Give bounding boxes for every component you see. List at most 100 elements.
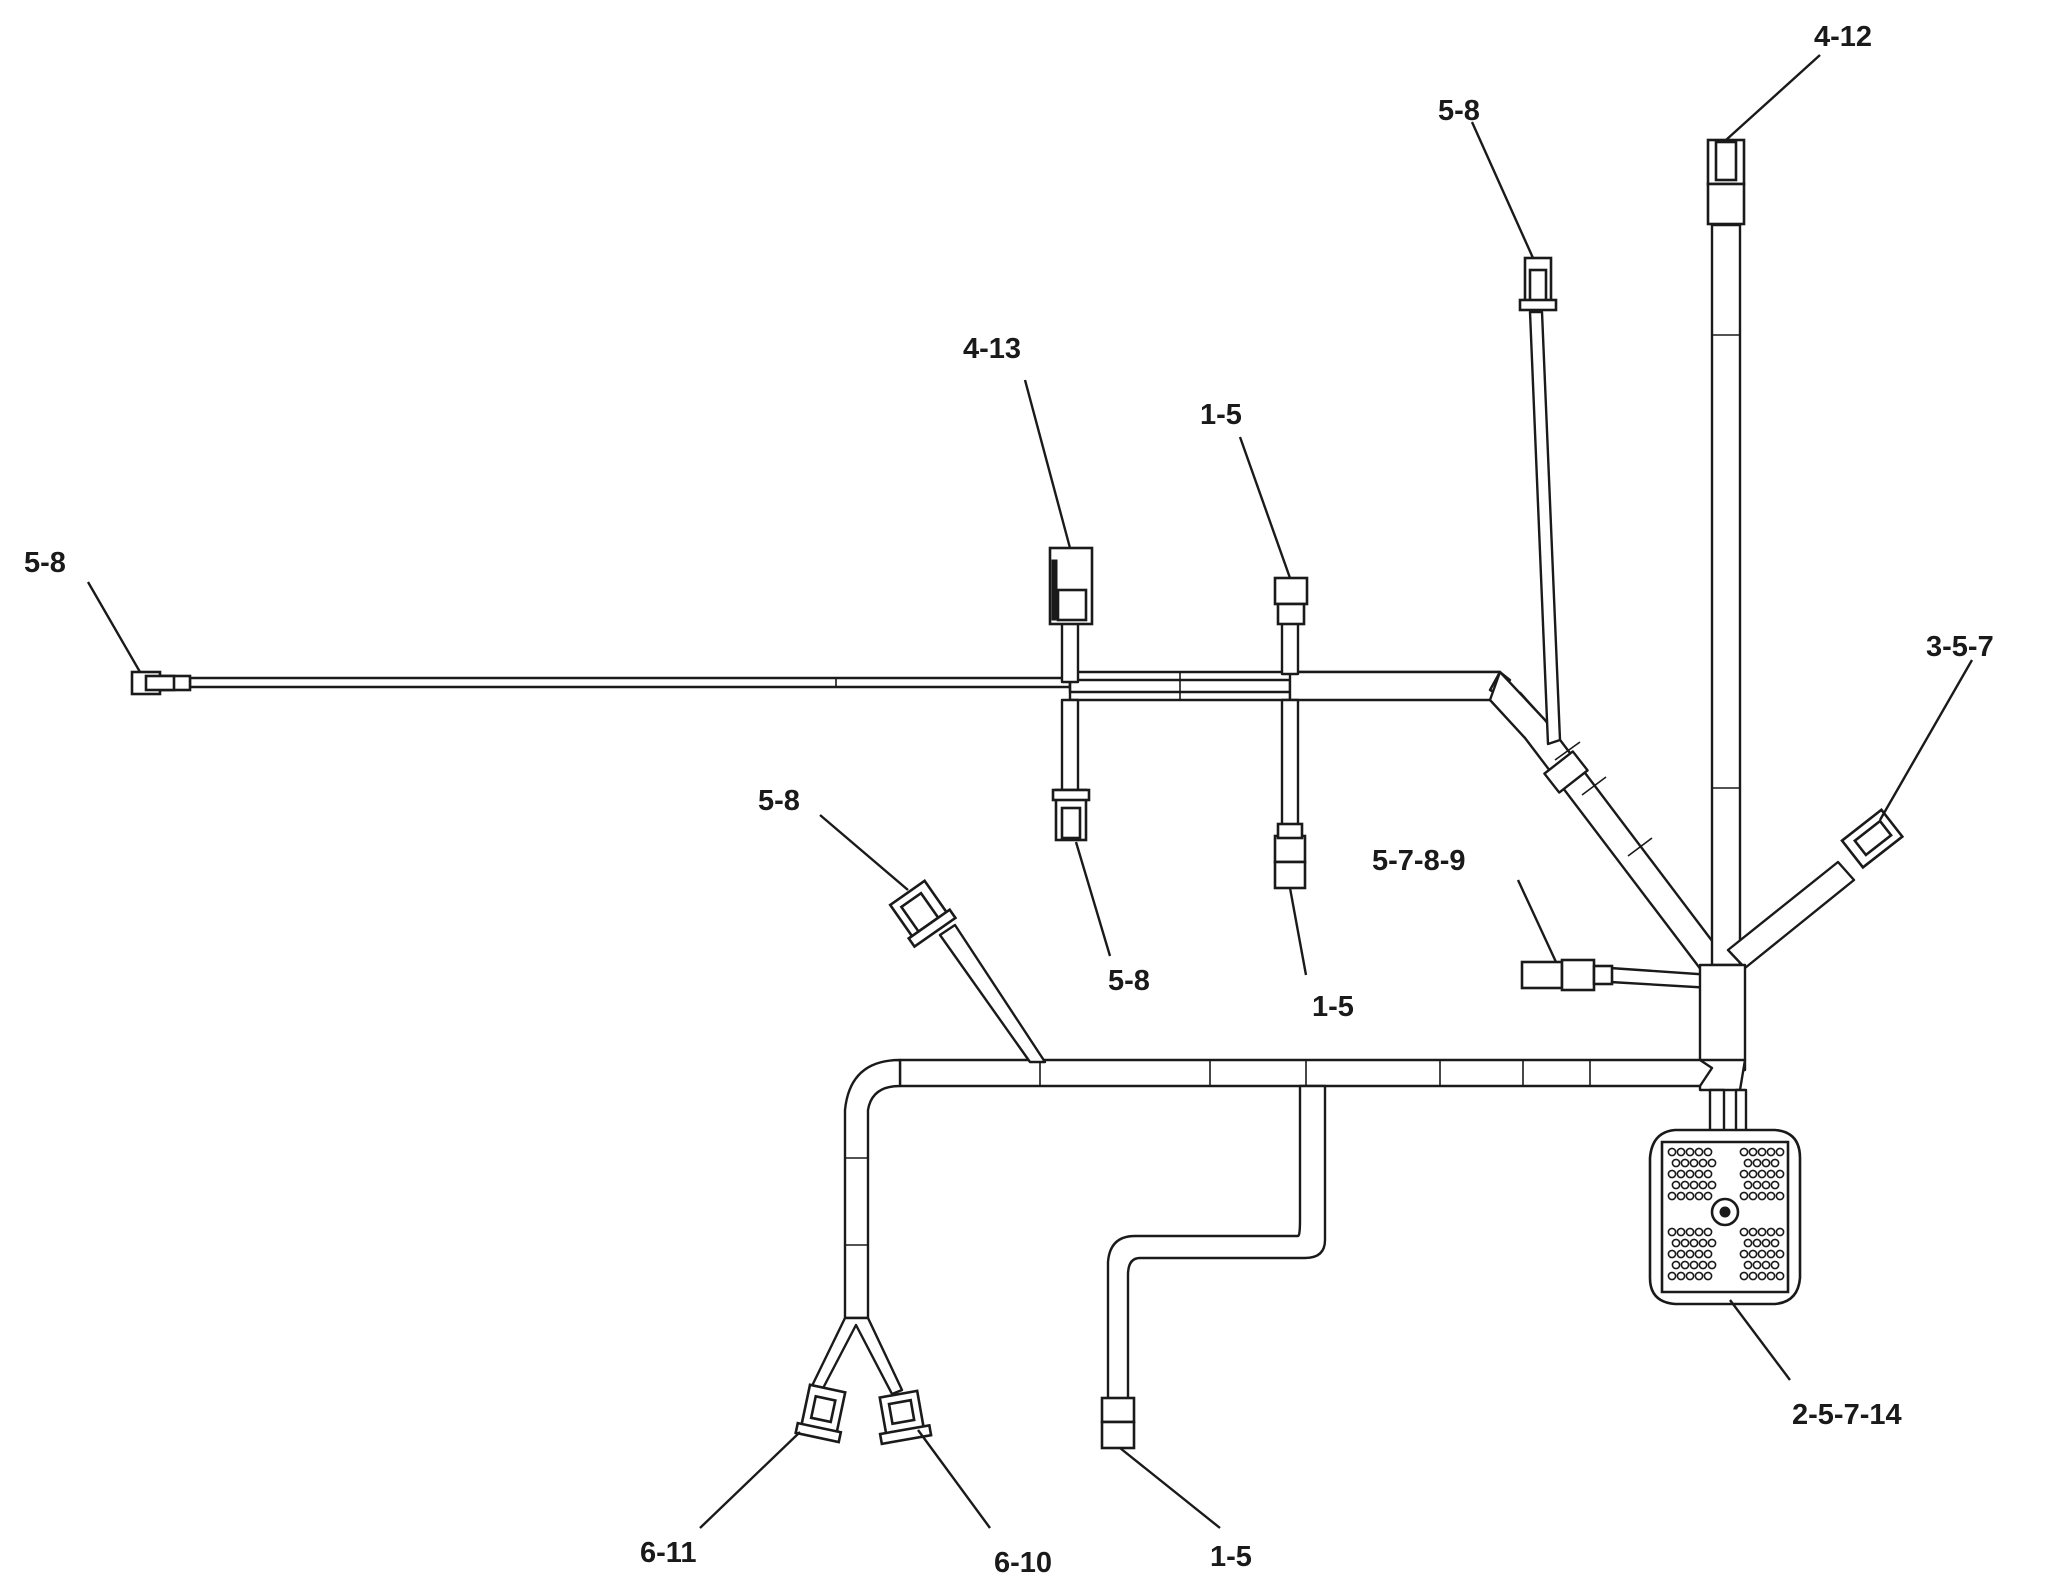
ecu-pin [1680, 1180, 1690, 1190]
ecu-pin [1698, 1158, 1708, 1168]
ecu-pin [1748, 1191, 1758, 1201]
ecu-pin [1775, 1169, 1785, 1179]
trunk-4-12 [1710, 223, 1742, 967]
connector-5-7-8-9 [1520, 958, 1614, 992]
label-top-1-5: 1-5 [1200, 399, 1242, 431]
wire-top-right-5-8 [1519, 310, 1562, 746]
ecu-pin [1685, 1169, 1695, 1179]
connector-6-10 [878, 1389, 933, 1446]
label-6-11: 6-11 [640, 1537, 696, 1569]
ecu-pin [1694, 1191, 1704, 1201]
ecu-pin [1680, 1158, 1690, 1168]
ecu-pin [1676, 1191, 1686, 1201]
ecu-pin [1676, 1249, 1686, 1259]
label-top-right-5-8: 5-8 [1438, 95, 1480, 127]
ecu-pin [1703, 1147, 1713, 1157]
ecu-pin [1676, 1271, 1686, 1281]
upper-trunk [1068, 670, 1512, 702]
ecu-pin [1770, 1238, 1780, 1248]
ecu-pin [1703, 1271, 1713, 1281]
ecu-pin [1685, 1191, 1695, 1201]
ecu-pin [1775, 1249, 1785, 1259]
ecu-pin [1748, 1249, 1758, 1259]
ecu-pin [1671, 1238, 1681, 1248]
connector-top-1-5 [1273, 576, 1309, 626]
ecu-pin [1761, 1238, 1771, 1248]
ecu-pin [1752, 1260, 1762, 1270]
ecu-pin [1685, 1249, 1695, 1259]
leader-lines [86, 54, 1974, 1529]
label-mid-drop-5-8: 5-8 [1108, 965, 1150, 997]
ecu-pin [1703, 1169, 1713, 1179]
ecu-pin [1667, 1147, 1677, 1157]
ecu-pin [1694, 1169, 1704, 1179]
ecu-pin [1770, 1260, 1780, 1270]
ecu-pin [1689, 1238, 1699, 1248]
ecu-pin [1685, 1147, 1695, 1157]
ecu-pin [1689, 1260, 1699, 1270]
ecu-pin [1680, 1260, 1690, 1270]
label-mid-left-5-8: 5-8 [758, 785, 800, 817]
ecu-pin [1667, 1169, 1677, 1179]
ecu-pin [1739, 1147, 1749, 1157]
ecu-pin [1775, 1271, 1785, 1281]
ecu-pin [1667, 1227, 1677, 1237]
ecu-pin [1752, 1180, 1762, 1190]
lower-trunk [898, 1058, 1714, 1088]
ecu-pin [1671, 1180, 1681, 1190]
ecu-pin [1685, 1227, 1695, 1237]
ecu-pin [1707, 1158, 1717, 1168]
ecu-pin [1743, 1180, 1753, 1190]
ecu-pin [1761, 1260, 1771, 1270]
ecu-pin [1667, 1249, 1677, 1259]
ecu-pin [1761, 1180, 1771, 1190]
ecu-pin [1743, 1260, 1753, 1270]
ecu-pin [1761, 1158, 1771, 1168]
ecu-pin [1743, 1158, 1753, 1168]
ecu-pin [1766, 1227, 1776, 1237]
label-6-10: 6-10 [994, 1547, 1052, 1579]
ecu-pin [1685, 1271, 1695, 1281]
ecu-pin [1748, 1271, 1758, 1281]
ecu-pin [1667, 1271, 1677, 1281]
ecu-pin [1694, 1227, 1704, 1237]
ecu-pin [1770, 1158, 1780, 1168]
ecu-pin [1739, 1271, 1749, 1281]
stub-1-5 [1280, 620, 1300, 830]
label-bottom-1-5: 1-5 [1210, 1541, 1252, 1573]
ecu-pin [1748, 1147, 1758, 1157]
label-mid-1-5: 1-5 [1312, 991, 1354, 1023]
label-2-5-7-14: 2-5-7-14 [1792, 1399, 1902, 1431]
ecu-pin [1689, 1158, 1699, 1168]
ecu-pin [1739, 1169, 1749, 1179]
ecu-pin [1757, 1249, 1767, 1259]
stub-4-13 [1060, 618, 1080, 794]
ecu-pin [1757, 1227, 1767, 1237]
label-4-12: 4-12 [1814, 21, 1872, 53]
ecu-pin [1676, 1169, 1686, 1179]
ecu-pin [1707, 1260, 1717, 1270]
ecu-pin [1703, 1227, 1713, 1237]
ecu-pin [1703, 1249, 1713, 1259]
ecu-pin [1694, 1249, 1704, 1259]
ecu-pin [1766, 1271, 1776, 1281]
ecu-pin [1748, 1169, 1758, 1179]
ecu-pin [1757, 1169, 1767, 1179]
ecu-pin [1676, 1147, 1686, 1157]
ecu-pin [1775, 1227, 1785, 1237]
ecu-pin [1748, 1227, 1758, 1237]
connector-ecu-2-5-7-14 [1648, 1128, 1802, 1306]
ecu-pin [1743, 1238, 1753, 1248]
branch-3-5-7 [1726, 860, 1856, 970]
ecu-pin [1766, 1169, 1776, 1179]
label-5-7-8-9: 5-7-8-9 [1372, 845, 1466, 877]
ecu-pin [1752, 1158, 1762, 1168]
ecu-pin-field [1667, 1147, 1785, 1281]
ecu-pin [1698, 1260, 1708, 1270]
connector-top-right-5-8 [1518, 256, 1558, 312]
ecu-pin [1752, 1238, 1762, 1248]
ecu-pin [1707, 1180, 1717, 1190]
ecu-pin [1694, 1271, 1704, 1281]
connector-4-12 [1706, 138, 1746, 226]
